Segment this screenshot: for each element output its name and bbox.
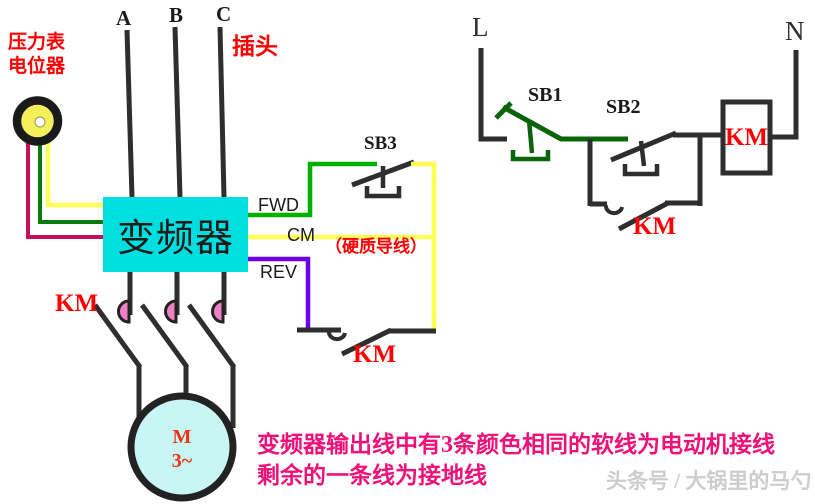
phase-a-label: A [116, 6, 132, 30]
motor-icon [127, 392, 237, 502]
caption-line1: 变频器输出线中有3条颜色相同的软线为电动机接线 [257, 433, 775, 457]
sb1-label: SB1 [528, 84, 563, 106]
km-coil-label: KM [724, 123, 769, 151]
line-n-wire [770, 50, 799, 140]
potentiometer-wires [26, 135, 104, 239]
plug-label: 插头 [232, 34, 278, 59]
control-circuit [478, 48, 799, 232]
rev-wire [248, 256, 311, 331]
line-l-label: L [472, 12, 489, 42]
hard-wire-note: （硬质导线） [325, 237, 427, 256]
km-main-contacts-icon [92, 272, 237, 428]
motor-phase-label: 3~ [171, 450, 193, 472]
caption-line1-bold: 3 [441, 432, 453, 458]
fwd-wire [248, 161, 377, 218]
sb3-pushbutton-icon [351, 159, 415, 199]
km-rev-contact-label: KM [353, 341, 397, 368]
watermark: 头条号 / 大锅里的马勺 [606, 469, 812, 493]
sb2-label: SB2 [606, 96, 641, 118]
inverter-label: 变频器 [116, 218, 234, 260]
sb3-label: SB3 [364, 133, 397, 154]
km-rev-contact-icon [297, 327, 436, 357]
fwd-terminal-label: FWD [258, 195, 299, 215]
line-l-wire [478, 48, 507, 142]
potentiometer-icon [12, 96, 63, 146]
pressure-gauge-label: 压力表 [8, 32, 66, 53]
caption-line2: 剩余的一条线为接地线 [257, 463, 487, 488]
line-n-label: N [785, 16, 805, 46]
caption-line1-pre: 变频器输出线中有 [257, 432, 441, 457]
cm-terminal-label: CM [287, 225, 315, 245]
phase-input-lines [124, 26, 227, 198]
caption-line1-post: 条颜色相同的软线为电动机接线 [453, 432, 775, 457]
potentiometer-label: 电位器 [8, 56, 66, 77]
inverter-box [103, 197, 248, 272]
motor-m-label: M [172, 426, 192, 448]
km-seal-in-contact-label: KM [633, 213, 677, 240]
rev-terminal-label: REV [260, 262, 298, 282]
km-seal-in-contact-icon [590, 135, 703, 232]
cm-yellow-wires [248, 161, 437, 331]
phase-c-label: C [216, 2, 232, 26]
sb1-nc-pushbutton-icon [494, 101, 628, 162]
sb2-no-pushbutton-icon [610, 130, 723, 177]
phase-b-label: B [169, 3, 184, 27]
km-main-contacts-label: KM [55, 290, 99, 317]
